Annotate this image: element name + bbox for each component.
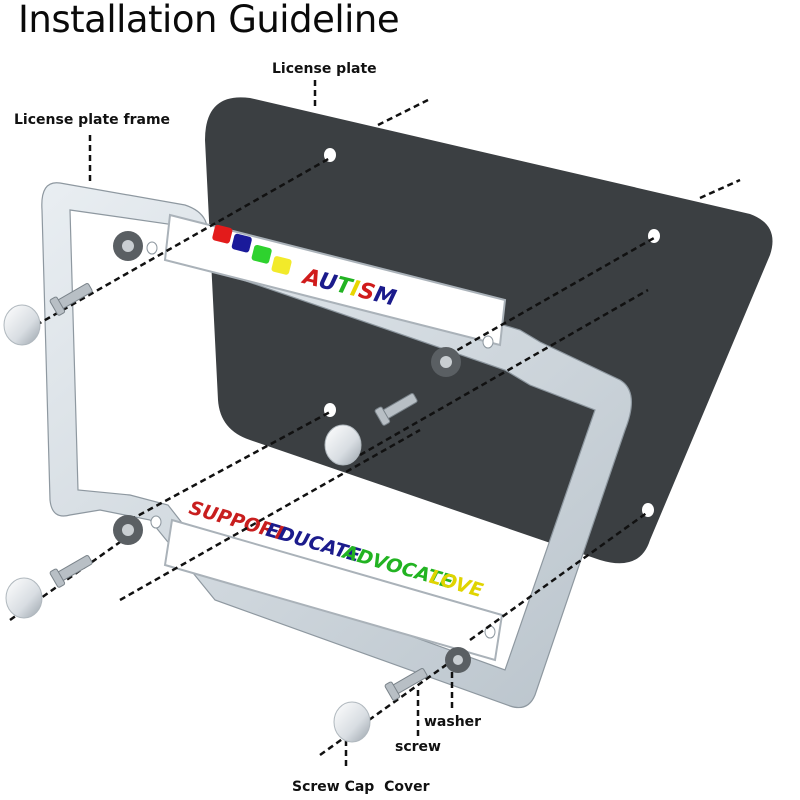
puzzle-piece-red (212, 224, 233, 244)
screw-cap (324, 424, 362, 466)
autism-letter: U (316, 268, 340, 297)
screw (374, 393, 418, 426)
screws (49, 283, 428, 701)
label-washer: washer (424, 714, 482, 730)
label-license-plate-frame: License plate frame (14, 112, 171, 128)
page-title: Installation Guideline (18, 0, 400, 41)
screw (49, 555, 93, 588)
screw-cap (3, 304, 41, 346)
screw-caps (3, 304, 371, 743)
label-screw: screw (395, 739, 441, 755)
label-screw-cap-cover: Screw Cap Cover (292, 779, 430, 795)
washer (445, 647, 471, 673)
autism-text: AUTISM (299, 264, 399, 312)
top-banner (163, 213, 507, 347)
plate-holes (324, 148, 660, 517)
screw (384, 668, 428, 701)
puzzle-piece-green (251, 244, 272, 264)
screw-cap (5, 577, 43, 619)
washer (113, 515, 143, 545)
puzzle-pieces (212, 224, 292, 275)
washer (113, 231, 143, 261)
puzzle-piece-blue (231, 233, 252, 253)
washer (431, 347, 461, 377)
autism-letter: S (356, 278, 377, 306)
puzzle-piece-yellow (271, 256, 292, 275)
screw-cap (333, 701, 371, 743)
screw (49, 283, 93, 316)
autism-letter: A (299, 264, 323, 293)
washers (113, 231, 471, 673)
label-license-plate: License plate (272, 61, 377, 77)
bottom-banner (163, 518, 504, 662)
autism-banner-content: AUTISM (212, 224, 399, 312)
